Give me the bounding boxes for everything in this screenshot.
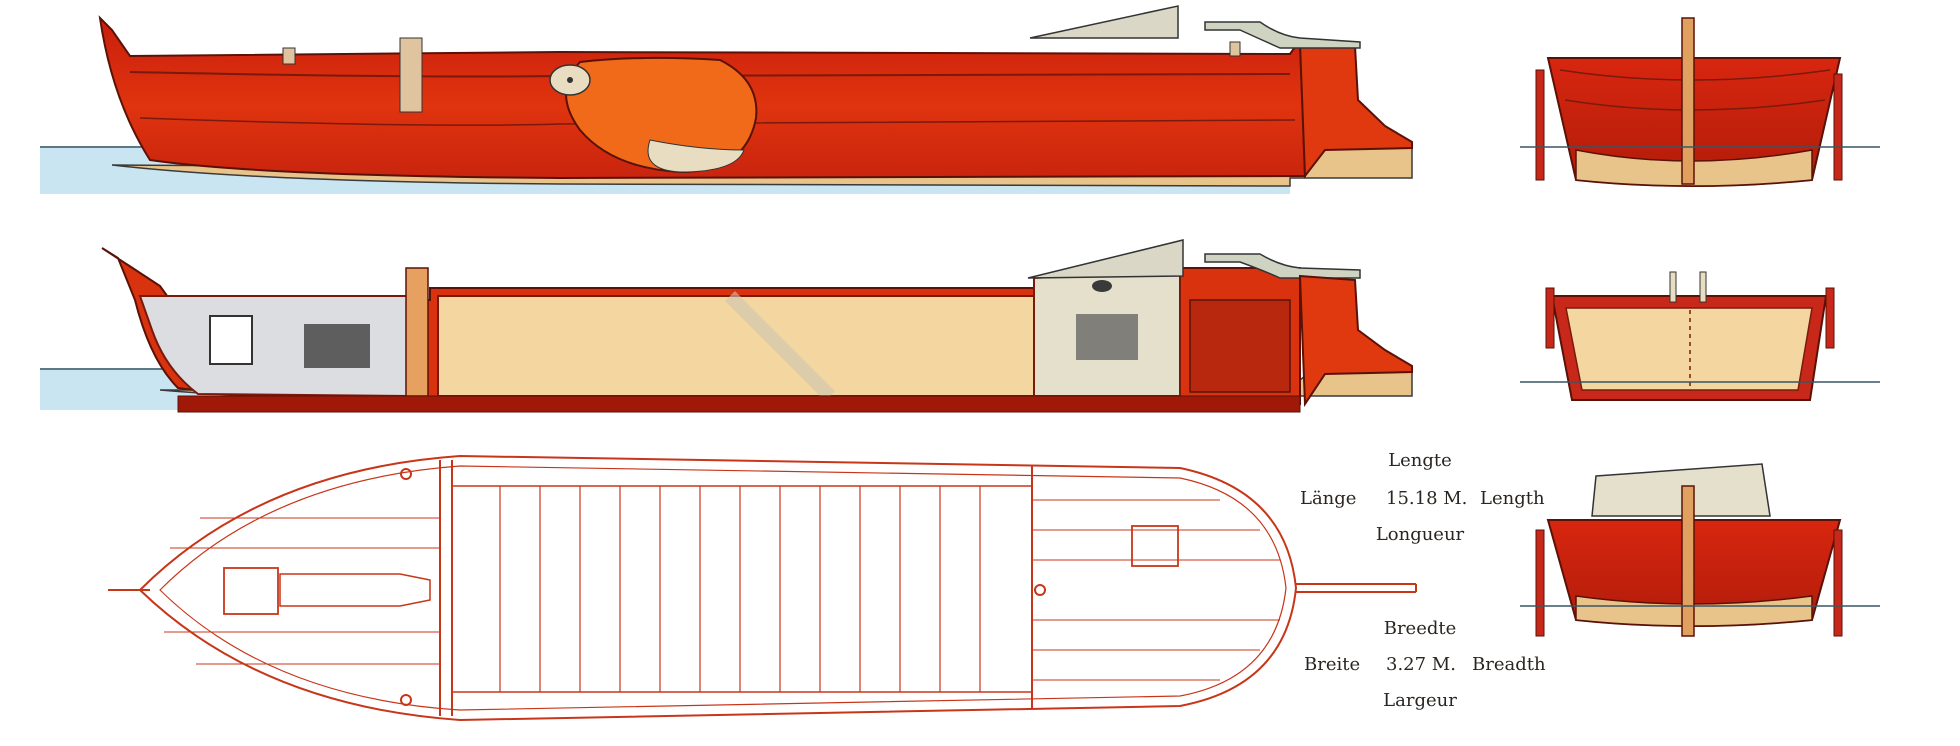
length-english: Length [1480, 488, 1545, 509]
stern-rudder [1298, 42, 1413, 179]
tiller [1204, 21, 1361, 49]
length-french: Longueur [1375, 524, 1465, 545]
length-dutch: Lengte [1388, 450, 1452, 471]
bow-view [1520, 17, 1880, 187]
section-view [40, 239, 1413, 413]
breadth-french: Largeur [1383, 690, 1457, 711]
length-german: Länge [1300, 488, 1357, 509]
breadth-english: Breadth [1472, 654, 1546, 675]
end-views [1520, 17, 1880, 637]
length-dimension: Lengte Länge 15.18 M. Length Longueur [1290, 450, 1550, 545]
fore-cabin [138, 295, 411, 398]
midship-section-view [1520, 271, 1880, 401]
breadth-dutch: Breedte [1383, 618, 1457, 639]
hatch-cover [1029, 5, 1179, 39]
deck-plan [108, 454, 1417, 722]
breadth-german: Breite [1304, 654, 1361, 675]
deck-outline [138, 454, 1298, 722]
length-value: 15.18 M. [1386, 488, 1468, 509]
breadth-dimension: Breedte Breite 3.27 M. Breadth Largeur [1290, 620, 1550, 710]
stern-view [1520, 463, 1880, 637]
breadth-value: 3.27 M. [1386, 654, 1456, 675]
side-elevation [40, 5, 1413, 194]
